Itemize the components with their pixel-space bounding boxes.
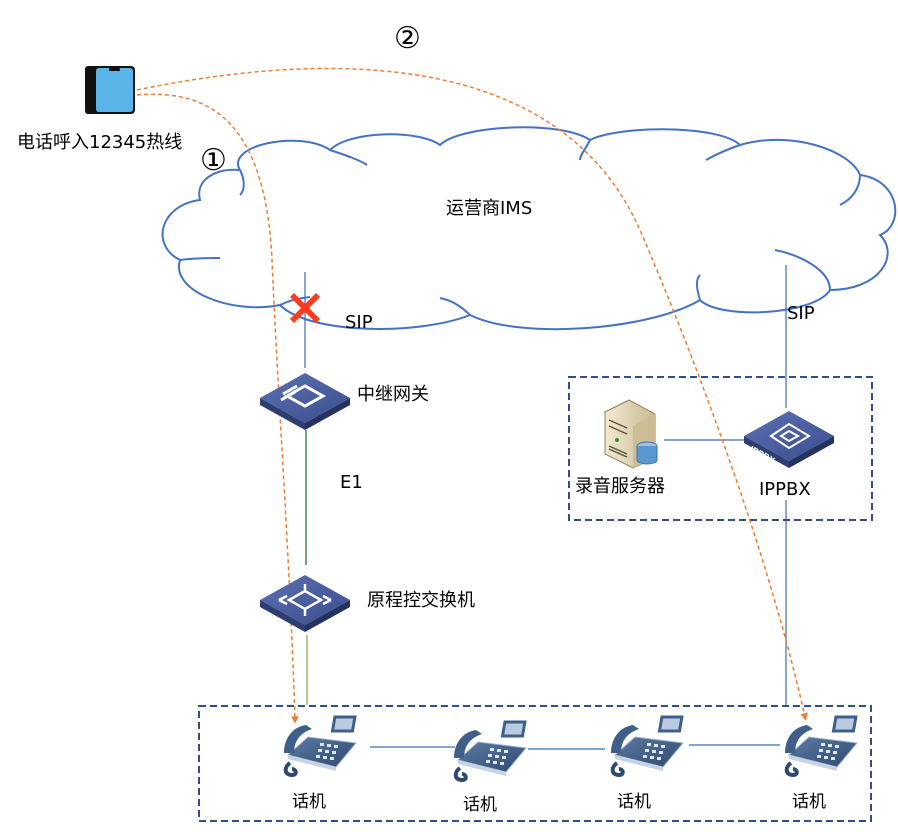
- switch-icon: [260, 575, 350, 632]
- link-label-sip-gateway: SIP: [345, 312, 373, 333]
- step-2-marker: ②: [394, 21, 421, 56]
- desk-phone-icon: [453, 720, 527, 783]
- phone-label: 话机: [792, 792, 826, 812]
- caller-label: 电话呼入12345热线: [17, 132, 183, 153]
- call-path-1: [136, 93, 299, 724]
- gateway-icon: [260, 373, 350, 430]
- ippbx-label: IPPBX: [759, 479, 811, 500]
- ippbx-icon: IPPBX: [744, 411, 834, 468]
- call-paths: [136, 67, 808, 724]
- gateway-label: 中继网关: [357, 384, 429, 405]
- cloud-label: 运营商IMS: [446, 198, 533, 219]
- phone-label: 话机: [463, 795, 497, 815]
- call-path-2: [136, 67, 808, 721]
- phones-group-box: [198, 705, 872, 822]
- phone-label: 话机: [617, 792, 651, 812]
- desk-phone-icon: [610, 715, 684, 778]
- server-icon: [604, 399, 658, 469]
- desk-phone-icon: [283, 715, 357, 778]
- legacy-pbx-label: 原程控交换机: [367, 590, 475, 611]
- desk-phone-icon: [784, 715, 858, 778]
- link-label-sip-ippbx: SIP: [787, 303, 815, 324]
- ims-cloud: [161, 126, 897, 331]
- smartphone-icon: [85, 66, 135, 114]
- step-1-marker: ①: [200, 143, 227, 178]
- link-label-e1: E1: [340, 472, 363, 493]
- recording-server-label: 录音服务器: [575, 476, 665, 497]
- phones: [283, 715, 858, 783]
- ippbx-group-box: [568, 376, 873, 521]
- broken-link-icon: [290, 293, 320, 323]
- phone-label: 话机: [292, 792, 326, 812]
- links: [304, 265, 787, 750]
